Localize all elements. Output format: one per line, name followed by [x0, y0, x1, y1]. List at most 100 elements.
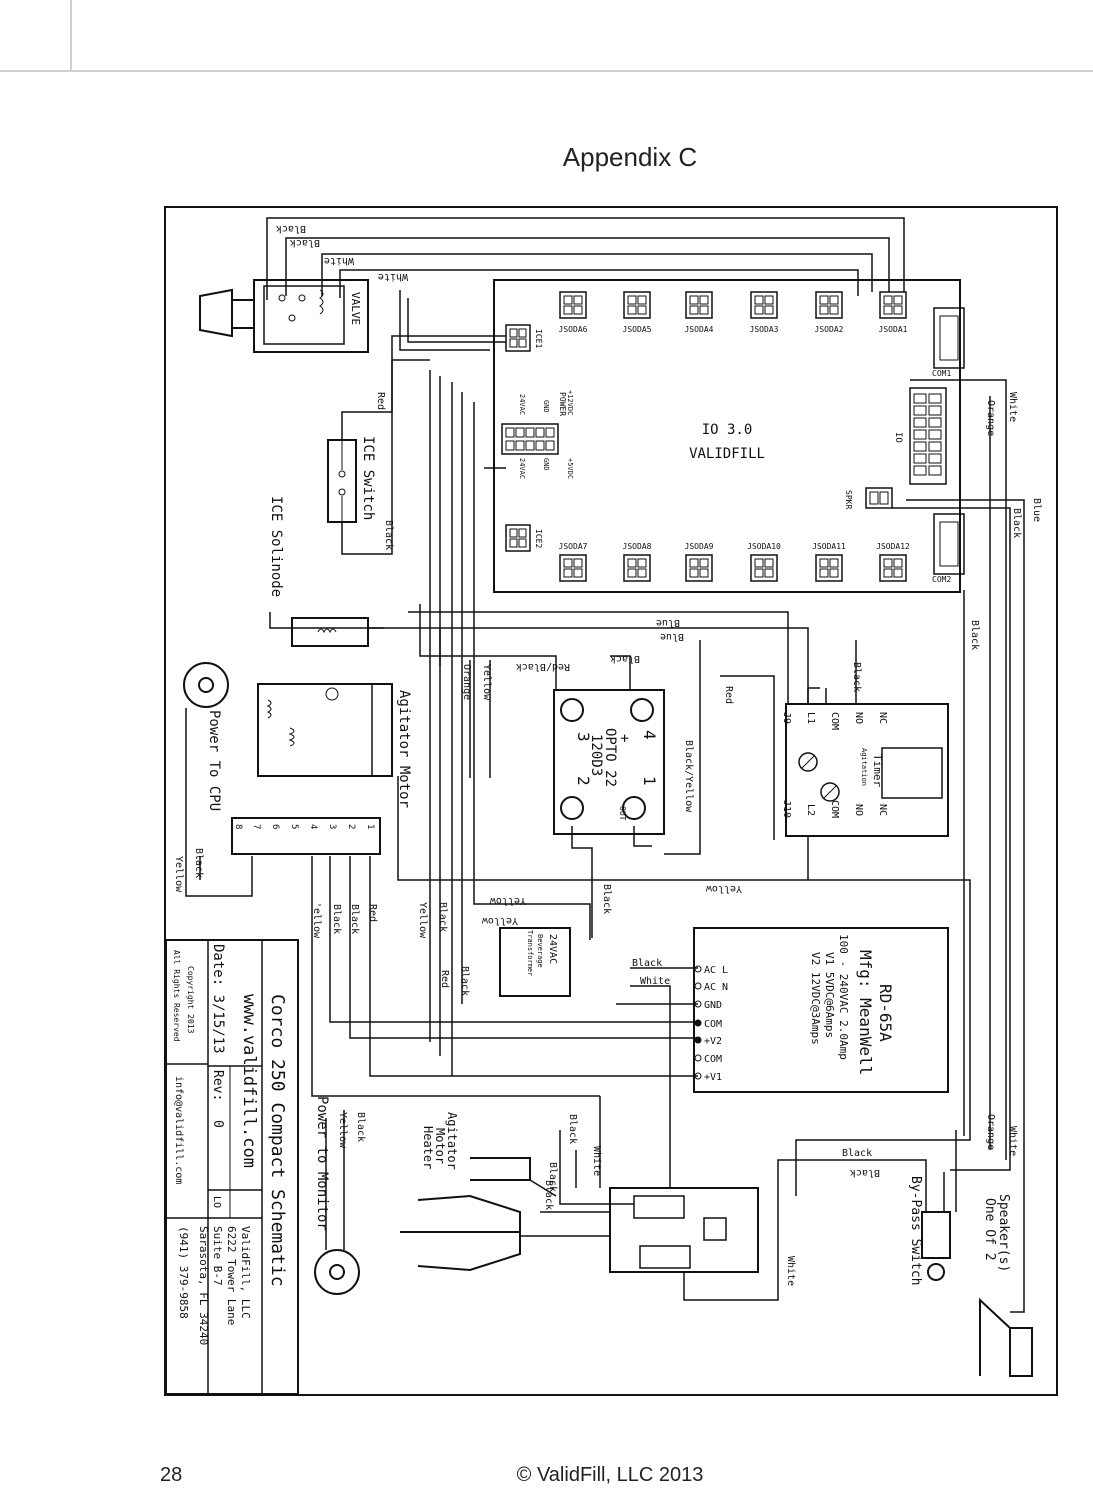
- svg-text:Agitator: Agitator: [445, 1112, 459, 1170]
- svg-text:Yellow: Yellow: [481, 915, 518, 926]
- svg-text:Speaker(s): Speaker(s): [996, 1194, 1011, 1272]
- board-name-line1: IO 3.0: [702, 422, 753, 438]
- svg-text:Date: 3/15/13: Date: 3/15/13: [210, 944, 226, 1054]
- svg-text:3: 3: [574, 732, 593, 742]
- svg-text:Red: Red: [723, 686, 734, 704]
- ice-switch-label: ICE Switch: [360, 436, 376, 520]
- ice2-connector: ICE2: [505, 524, 543, 552]
- svg-text:+: +: [616, 734, 632, 742]
- top-rule: [0, 70, 1093, 72]
- beverage-transformer: 24VAC Beverage Transformer: [499, 927, 571, 997]
- svg-text:LO: LO: [211, 1196, 222, 1208]
- com1-connector: COM1: [932, 307, 965, 378]
- svg-text:Black: Black: [842, 1148, 872, 1159]
- svg-text:Yellow: Yellow: [481, 664, 492, 701]
- svg-text:White: White: [1007, 1126, 1018, 1156]
- svg-text:NC: NC: [877, 804, 888, 816]
- svg-text:One Of 2: One Of 2: [982, 1198, 997, 1261]
- svg-text:Beverage: Beverage: [536, 934, 544, 968]
- svg-text:Black: Black: [290, 237, 320, 248]
- svg-text:Yellow: Yellow: [417, 902, 428, 939]
- svg-text:Black: Black: [349, 904, 360, 934]
- svg-text:AC N: AC N: [704, 982, 728, 993]
- svg-text:ICE1: ICE1: [534, 329, 543, 348]
- svg-text:4: 4: [640, 730, 659, 740]
- svg-text:Rev:: Rev:: [210, 1070, 225, 1101]
- svg-text:OUT: OUT: [618, 806, 627, 821]
- svg-text:NO: NO: [853, 712, 864, 724]
- svg-text:Black: Black: [193, 848, 204, 878]
- svg-text:8: 8: [233, 824, 243, 829]
- svg-text:3: 3: [327, 824, 337, 829]
- ice-solenoid: ICE Solinode: [268, 496, 369, 647]
- wire-labels: Black Black White White Red Black Blue B…: [173, 223, 1042, 1286]
- page-number: 28: [160, 1464, 183, 1486]
- bypass-switch: By-Pass Switch: [908, 1176, 951, 1286]
- agitation-timer: Timer Agitation NC NO COM L1 J9 NC NO CO…: [781, 703, 949, 837]
- svg-text:Black: Black: [331, 904, 342, 934]
- svg-text:4: 4: [308, 824, 318, 829]
- speaker: Speaker(s) One Of 2: [979, 1194, 1033, 1377]
- svg-text:24VAC: 24VAC: [518, 394, 526, 415]
- svg-text:GND: GND: [542, 400, 550, 413]
- svg-text:GND: GND: [542, 458, 550, 471]
- svg-text:Black: Black: [601, 884, 612, 914]
- power-connector: POWER +12VDC GND +5VDC 24VAC GND 24VAC: [501, 390, 574, 479]
- svg-text:ICE2: ICE2: [534, 529, 543, 548]
- svg-text:ValidFill, LLC: ValidFill, LLC: [239, 1226, 252, 1319]
- svg-text:Agitation: Agitation: [860, 748, 868, 786]
- relay-box: [609, 1187, 759, 1273]
- svg-text:White: White: [640, 976, 670, 987]
- svg-text:POWER: POWER: [558, 392, 567, 416]
- footer-copyright: © ValidFill, LLC 2013: [516, 1464, 704, 1486]
- svg-text:Yellow: Yellow: [173, 856, 184, 893]
- svg-text:Yellow: Yellow: [705, 883, 742, 894]
- connector-jsoda11: JSODA11: [812, 542, 846, 551]
- svg-text:5: 5: [289, 824, 299, 829]
- svg-text:1: 1: [365, 824, 375, 829]
- valve-label: VALVE: [349, 292, 362, 325]
- svg-text:(941) 379-9858: (941) 379-9858: [177, 1226, 190, 1319]
- svg-text:+V2: +V2: [704, 1036, 722, 1047]
- svg-text:Black: Black: [437, 902, 448, 932]
- svg-text:Red: Red: [375, 392, 386, 410]
- svg-text:Mfg: MeanWell: Mfg: MeanWell: [856, 950, 875, 1075]
- io-connector: IO: [893, 387, 947, 485]
- svg-text:Orange: Orange: [985, 400, 996, 436]
- svg-text:All Rights Reserved: All Rights Reserved: [172, 950, 181, 1042]
- svg-text:V2 12VDC@3Amps: V2 12VDC@3Amps: [809, 952, 822, 1045]
- svg-text:+12VDC: +12VDC: [566, 390, 574, 415]
- connector-jsoda12: JSODA12: [876, 542, 910, 551]
- opto-relay: OPTO 22 120D3 4 1 3 2 + OUT: [553, 689, 665, 835]
- svg-text:RD-65A: RD-65A: [876, 984, 895, 1042]
- connector-jsoda5: JSODA5: [623, 325, 652, 334]
- connector-jsoda10: JSODA10: [747, 542, 781, 551]
- svg-text:Yellow: Yellow: [337, 1112, 348, 1149]
- svg-text:Black: Black: [850, 1167, 880, 1178]
- svg-text:Black: Black: [459, 966, 470, 996]
- schematic-website: www.validfill.com: [239, 994, 259, 1168]
- svg-text:White: White: [378, 271, 408, 282]
- valve: VALVE: [199, 279, 369, 353]
- io-board: IO 3.0 VALIDFILL JSODA6 JSODA5 JSODA4 JS…: [493, 279, 965, 593]
- agitator-motor-heater: Agitator Motor Heater: [400, 1112, 531, 1272]
- spkr-connector: SPKR: [844, 487, 893, 509]
- svg-text:Red/Black: Red/Black: [516, 661, 570, 672]
- svg-text:Black: Black: [543, 1180, 554, 1210]
- svg-text:J9: J9: [781, 712, 792, 724]
- svg-text:NC: NC: [877, 712, 888, 724]
- svg-text:Black: Black: [851, 662, 862, 692]
- svg-text:24VAC: 24VAC: [547, 934, 558, 964]
- svg-text:1: 1: [640, 776, 659, 786]
- svg-text:L2: L2: [805, 804, 816, 816]
- svg-text:Heater: Heater: [421, 1126, 435, 1169]
- svg-text:6: 6: [270, 824, 280, 829]
- svg-text:IO: IO: [893, 432, 903, 443]
- left-rule: [70, 0, 72, 72]
- svg-text:Suite B-7: Suite B-7: [211, 1226, 224, 1286]
- svg-text:White: White: [785, 1256, 796, 1286]
- agitator-motor-label: Agitator Motor: [396, 690, 412, 808]
- svg-text:Red: Red: [439, 970, 450, 988]
- svg-text:120D3: 120D3: [588, 734, 604, 776]
- connector-jsoda4: JSODA4: [685, 325, 714, 334]
